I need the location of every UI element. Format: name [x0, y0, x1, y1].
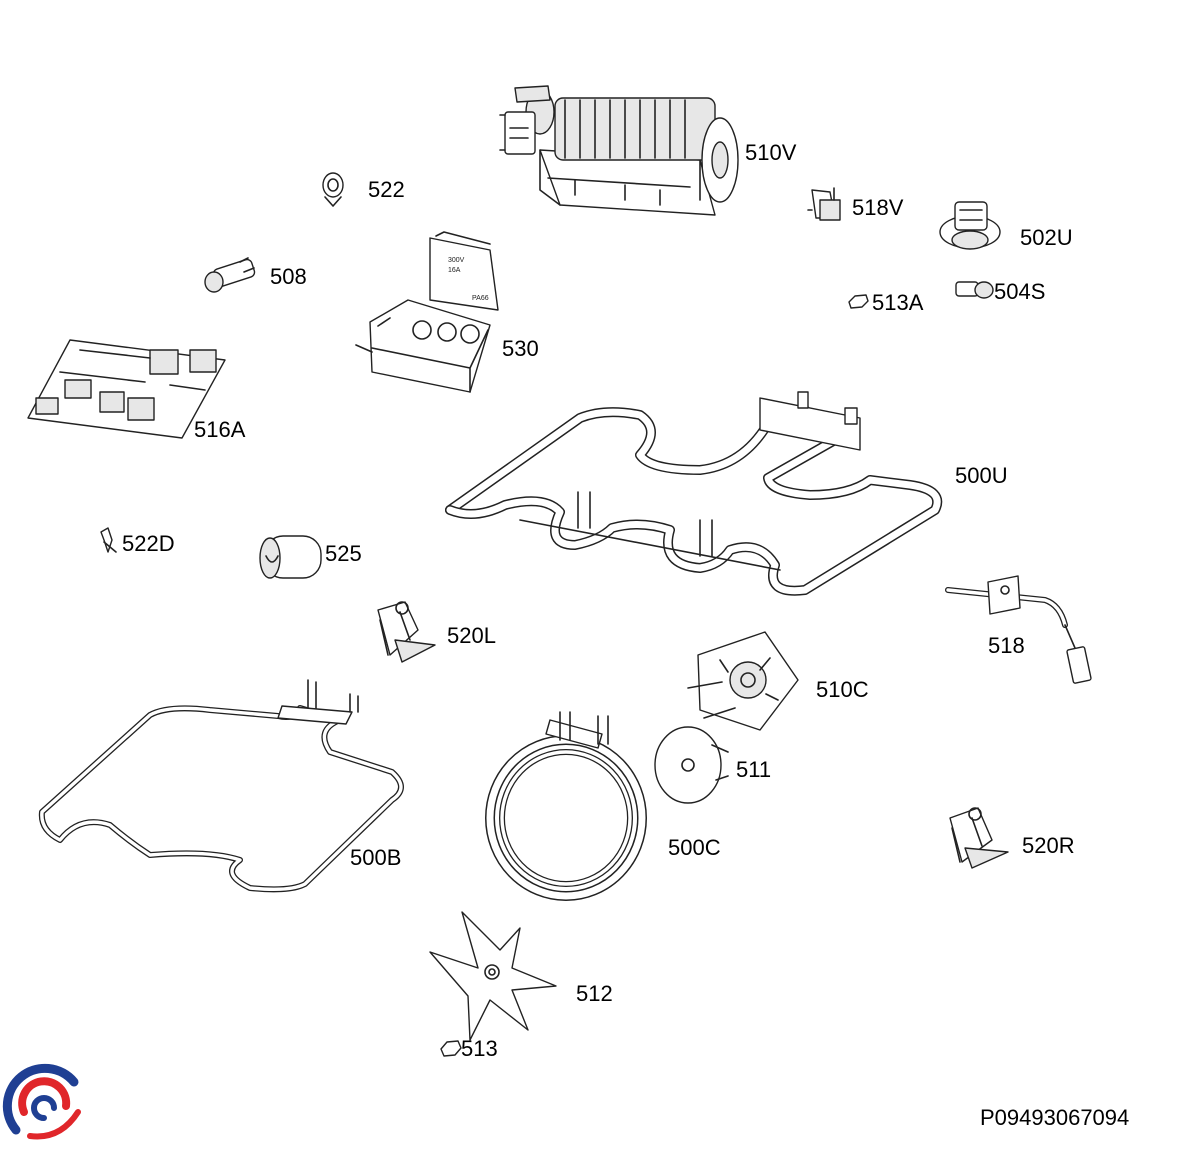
label-522: 522 — [368, 177, 405, 202]
label-522D: 522D — [122, 531, 175, 556]
fan-motor — [687, 631, 799, 731]
temperature-sensor — [945, 575, 1092, 684]
upper-heating-element — [445, 391, 943, 596]
label-513A: 513A — [872, 290, 924, 315]
label-500U: 500U — [955, 463, 1008, 488]
label-525: 525 — [325, 541, 362, 566]
left-hinge — [377, 601, 436, 663]
tangential-fan — [499, 85, 739, 216]
label-520R: 520R — [1022, 833, 1075, 858]
label-510C: 510C — [816, 677, 869, 702]
terminal-block-print-mark: PA66 — [472, 295, 489, 302]
terminal-block: 300V 16A PA66 — [355, 231, 499, 393]
terminal-block-print-2: 16A — [448, 267, 461, 274]
label-520L: 520L — [447, 623, 496, 648]
terminal-block-print-1: 300V — [448, 257, 465, 264]
motor-flange — [654, 726, 729, 804]
label-530: 530 — [502, 336, 539, 361]
thermostat-bracket — [807, 187, 841, 221]
circular-heating-element — [485, 711, 647, 901]
fan-nut — [440, 1040, 462, 1057]
lamp-bulb — [955, 281, 994, 299]
control-board — [27, 339, 226, 439]
label-513: 513 — [461, 1036, 498, 1061]
nut — [848, 294, 869, 309]
label-516A: 516A — [194, 417, 246, 442]
brand-logo — [2, 1063, 81, 1144]
label-510V: 510V — [745, 140, 797, 165]
label-511: 511 — [736, 757, 771, 782]
label-518: 518 — [988, 633, 1025, 658]
screw — [100, 527, 117, 553]
label-518V: 518V — [852, 195, 904, 220]
label-502U: 502U — [1020, 225, 1073, 250]
label-512: 512 — [576, 981, 613, 1006]
clip — [322, 172, 344, 207]
label-504S: 504S — [994, 279, 1045, 304]
document-code: P09493067094 — [980, 1105, 1129, 1130]
label-500C: 500C — [668, 835, 721, 860]
label-508: 508 — [270, 264, 307, 289]
bottom-heating-element — [38, 679, 404, 893]
indicator-light — [204, 257, 256, 293]
capacitor — [259, 535, 322, 579]
right-hinge — [949, 807, 1009, 869]
fan-blade — [429, 911, 557, 1041]
oven-lamp — [939, 201, 1001, 250]
label-500B: 500B — [350, 845, 401, 870]
